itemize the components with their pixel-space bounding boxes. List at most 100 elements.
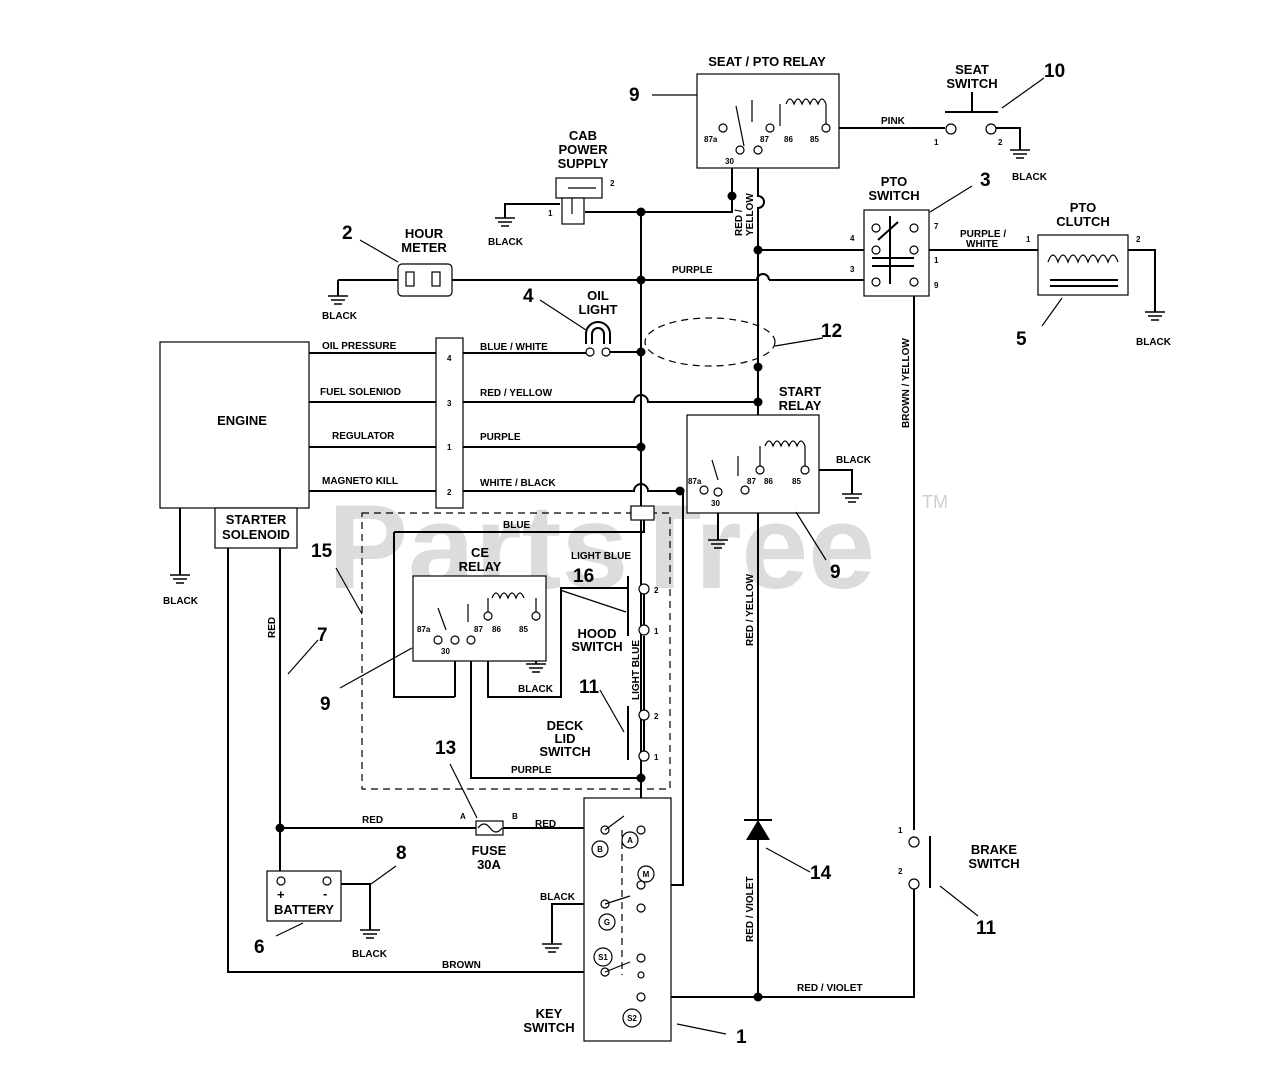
ce-relay-pin-87a: 87a — [417, 625, 431, 634]
starter-solenoid-label-1: STARTER — [226, 512, 287, 527]
hood-switch-pin-2: 2 — [654, 586, 659, 595]
start-relay-pin-87: 87 — [747, 477, 756, 486]
start-relay-pin-85: 85 — [792, 477, 801, 486]
deck-lid-pin-2: 2 — [654, 712, 659, 721]
start-relay: START RELAY 87a 30 87 86 85 — [686, 384, 822, 514]
pto-pin-7: 7 — [934, 222, 939, 231]
wire-label-blue: BLUE — [503, 520, 531, 531]
callout-9-top: 9 — [629, 85, 640, 106]
key-terminal-g: G — [604, 918, 610, 927]
pto-clutch-label-2: CLUTCH — [1056, 214, 1109, 229]
brake-pin-2: 2 — [898, 867, 903, 876]
cab-power-supply-label-3: SUPPLY — [558, 156, 609, 171]
callout-2: 2 — [342, 223, 353, 244]
callout-leaders — [275, 77, 1063, 1035]
cab-power-supply-label-1: CAB — [569, 128, 597, 143]
wire-label-purple: PURPLE — [672, 265, 713, 276]
seat-switch-label-1: SEAT — [955, 62, 989, 77]
wire-labels: PINK BLACK BLACK BLACK BLACK BLACK BLACK… — [163, 116, 1172, 994]
wire-label-purple-white-1: PURPLE / — [960, 229, 1006, 240]
cab-power-supply-label-2: POWER — [558, 142, 608, 157]
callout-9-start: 9 — [830, 562, 841, 583]
wire-label-red-violet-vertical: RED / VIOLET — [745, 876, 756, 942]
seat-relay-pin-85: 85 — [810, 135, 819, 144]
brake-switch-label-2: SWITCH — [968, 856, 1019, 871]
seat-switch-label-2: SWITCH — [946, 76, 997, 91]
deck-lid-label-1: DECK — [547, 718, 584, 733]
hour-meter-label-1: HOUR — [405, 226, 444, 241]
starter-solenoid: STARTER SOLENOID — [214, 507, 298, 549]
callout-3: 3 — [980, 170, 991, 191]
wire-label-black-ce: BLACK — [518, 684, 554, 695]
key-terminal-a: A — [627, 836, 633, 845]
hour-meter: HOUR METER — [397, 226, 453, 297]
battery-label: BATTERY — [274, 902, 334, 917]
pto-clutch: PTO CLUTCH 1 2 — [1026, 200, 1141, 296]
ground-symbols — [170, 149, 1165, 953]
pto-switch: PTO SWITCH 4 7 1 3 9 — [850, 174, 939, 297]
callout-6: 6 — [254, 937, 265, 958]
wire-label-black-clutch: BLACK — [1136, 337, 1172, 348]
callout-16: 16 — [573, 566, 594, 587]
seat-relay-pin-87a: 87a — [704, 135, 718, 144]
pto-pin-3: 3 — [850, 265, 855, 274]
battery-plus: + — [277, 887, 285, 902]
callout-15: 15 — [311, 541, 333, 562]
cab-power-pin-1: 1 — [548, 209, 553, 218]
engine-pin-2: 2 — [447, 488, 452, 497]
hood-switch-label-2: SWITCH — [571, 639, 622, 654]
start-relay-pin-87a: 87a — [688, 477, 702, 486]
fuse-pin-b: B — [512, 812, 518, 821]
wire-bundle-outline — [644, 317, 776, 367]
engine-terminal-regulator: REGULATOR — [332, 431, 395, 442]
start-relay-pin-86: 86 — [764, 477, 773, 486]
callout-14: 14 — [810, 863, 832, 884]
hood-switch: 2 1 HOOD SWITCH — [571, 576, 659, 654]
pto-clutch-label-1: PTO — [1070, 200, 1097, 215]
deck-lid-label-2: LID — [555, 731, 576, 746]
callout-1: 1 — [736, 1027, 747, 1048]
seat-relay-pin-30: 30 — [725, 157, 734, 166]
wire-label-blue-white: BLUE / WHITE — [480, 342, 548, 353]
ce-relay-label-2: RELAY — [459, 559, 502, 574]
wire-label-red-yellow-vertical: RED / YELLOW — [745, 573, 756, 646]
hood-switch-pin-1: 1 — [654, 627, 659, 636]
engine: ENGINE OIL PRESSURE FUEL SOLENIOD REGULA… — [159, 337, 556, 509]
wire-label-brown: BROWN — [442, 960, 481, 971]
wire-label-purple-deck: PURPLE — [511, 765, 552, 776]
wire-label-purple-engine: PURPLE — [480, 432, 521, 443]
seat-pto-relay-label: SEAT / PTO RELAY — [708, 54, 826, 69]
wire-label-red-solenoid: RED — [362, 815, 383, 826]
callout-11-deck: 11 — [579, 677, 600, 698]
pto-switch-label-2: SWITCH — [868, 188, 919, 203]
engine-pin-4: 4 — [447, 354, 452, 363]
seat-switch: SEAT SWITCH 1 2 — [934, 62, 1003, 147]
oil-light: OIL LIGHT — [579, 288, 618, 357]
key-switch-label-1: KEY — [536, 1006, 563, 1021]
deck-lid-pin-1: 1 — [654, 753, 659, 762]
engine-pin-3: 3 — [447, 399, 452, 408]
wire-label-red-vertical: RED — [267, 617, 278, 638]
seat-pto-relay: SEAT / PTO RELAY 87a 30 87 86 85 — [696, 54, 840, 169]
wires — [179, 127, 1156, 998]
callout-12: 12 — [821, 321, 842, 342]
pto-switch-label-1: PTO — [881, 174, 908, 189]
starter-solenoid-label-2: SOLENOID — [222, 527, 290, 542]
fuse-30a: A B FUSE 30A — [460, 812, 518, 872]
key-terminal-s2: S2 — [627, 1014, 637, 1023]
ce-relay-pin-86: 86 — [492, 625, 501, 634]
wire-label-light-blue-vertical: LIGHT BLUE — [631, 640, 642, 700]
seat-relay-pin-86: 86 — [784, 135, 793, 144]
wire-label-red-yellow-engine: RED / YELLOW — [480, 388, 553, 399]
ce-connector — [630, 505, 655, 521]
seat-switch-pin-1: 1 — [934, 138, 939, 147]
ce-relay: CE RELAY 87a 30 87 86 85 — [412, 545, 547, 662]
fuse-label-1: FUSE — [472, 843, 507, 858]
wire-label-black-battery: BLACK — [352, 949, 388, 960]
wire-label-light-blue: LIGHT BLUE — [571, 551, 631, 562]
fuse-pin-a: A — [460, 812, 466, 821]
callout-11-brake: 11 — [976, 918, 997, 939]
callout-numbers: 9 10 3 2 4 5 12 9 16 15 7 9 11 13 8 6 14… — [254, 61, 1065, 1048]
oil-light-label-1: OIL — [587, 288, 609, 303]
